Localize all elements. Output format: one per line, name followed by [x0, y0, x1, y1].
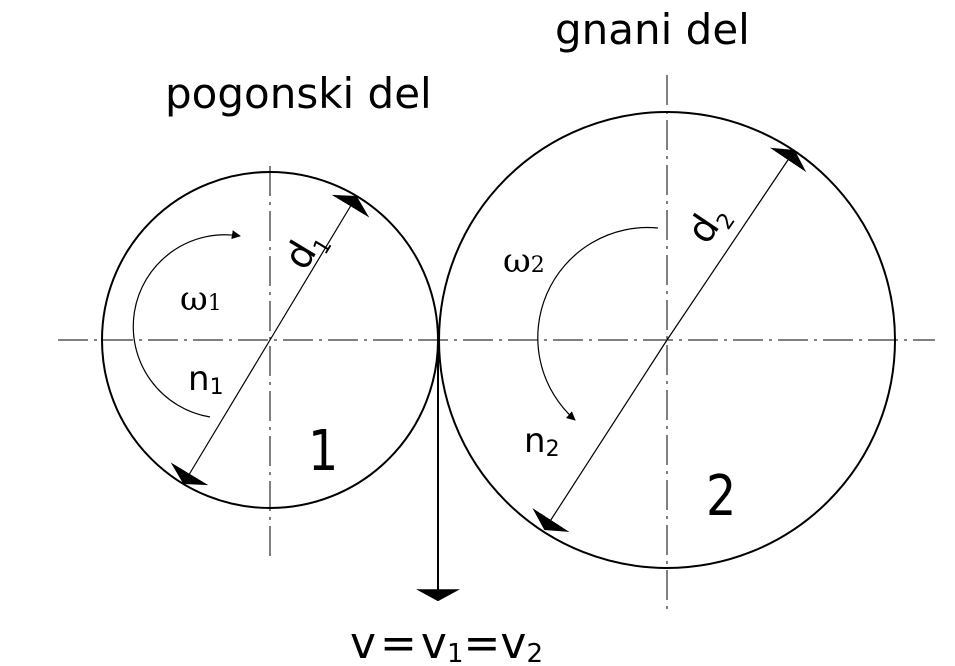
d2-label: d2: [678, 195, 741, 255]
omega2-rotation-arrow: [537, 226, 659, 421]
n2-label: n2: [524, 421, 560, 462]
d1-dimension-arrow-lower: [170, 339, 271, 486]
n1-label: n1: [188, 359, 224, 400]
omega1-rotation-arrow: [132, 230, 241, 418]
omega1-label: ω1: [180, 279, 222, 319]
driving-part-label: pogonski del: [165, 69, 432, 118]
velocity-equation: v=v1=v2: [350, 618, 543, 666]
d1-dimension-arrow: [269, 194, 370, 341]
gear1-number: 1: [308, 419, 338, 484]
svg-text:d1: d1: [275, 221, 337, 279]
driven-part-label: gnani del: [555, 5, 750, 54]
svg-text:d2: d2: [678, 195, 741, 255]
d2-dimension-arrow-lower: [532, 339, 668, 532]
d2-dimension-arrow: [666, 147, 807, 341]
d1-label: d1: [275, 221, 337, 279]
omega2-label: ω2: [503, 241, 545, 281]
gear2-number: 2: [706, 464, 736, 529]
